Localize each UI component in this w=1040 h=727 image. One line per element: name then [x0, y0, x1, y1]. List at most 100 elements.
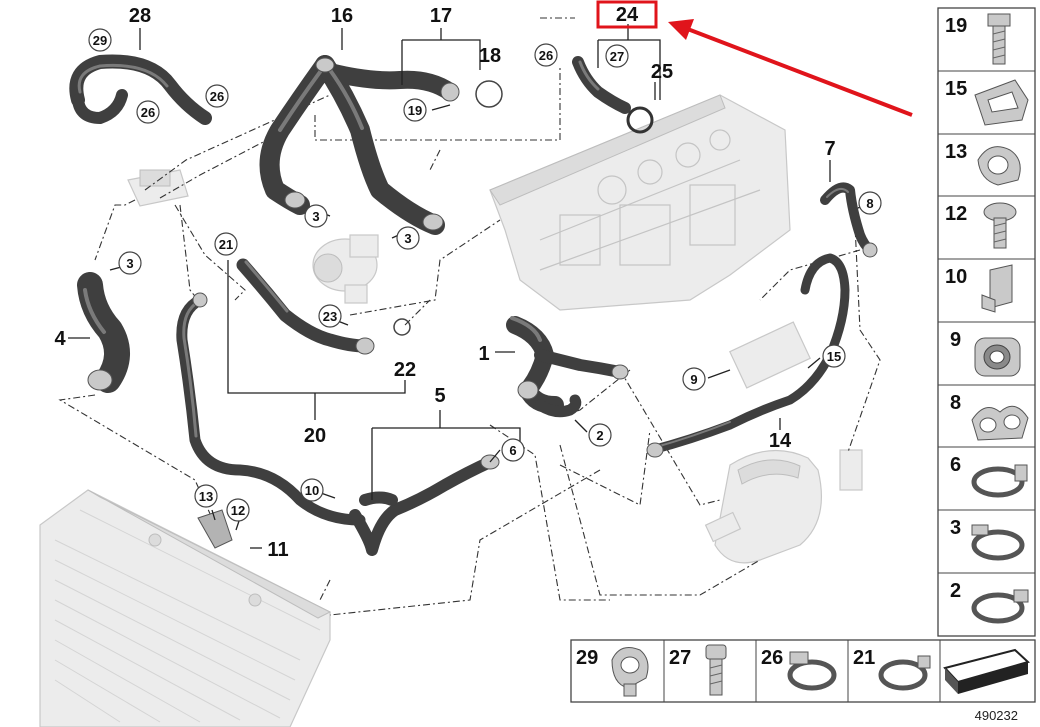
- legend-10: 10: [945, 266, 967, 288]
- callout-15: 15: [822, 344, 846, 368]
- hose-clamp-icon: [971, 464, 1028, 498]
- callout-20: 20: [304, 425, 326, 447]
- legend-29: 29: [576, 647, 598, 669]
- svg-text:3: 3: [312, 209, 319, 224]
- legend-side: 19 15 13 12 10 9 8 6 3 2: [937, 7, 1036, 637]
- callout-18: 18: [479, 45, 501, 67]
- callout-13: 13: [194, 484, 218, 508]
- callout-25: 25: [651, 61, 673, 83]
- svg-text:26: 26: [141, 105, 155, 120]
- page-arrow-icon[interactable]: [943, 648, 1030, 694]
- legend-2: 2: [950, 580, 961, 602]
- hose-20: [236, 258, 372, 353]
- svg-text:21: 21: [219, 237, 233, 252]
- svg-text:3: 3: [126, 256, 133, 271]
- legend-27: 27: [669, 647, 691, 669]
- svg-text:29: 29: [93, 33, 107, 48]
- hose-4: [77, 272, 130, 393]
- coupling-icon: [974, 337, 1021, 377]
- svg-text:3: 3: [404, 231, 411, 246]
- legend-15: 15: [945, 78, 967, 100]
- thermostat-housing: [127, 169, 189, 207]
- legend-3: 3: [950, 517, 961, 539]
- leader-lines: [58, 17, 881, 616]
- worm-clamp-icon: [787, 651, 837, 691]
- callout-21: 21: [214, 232, 238, 256]
- callout-27: 27: [605, 44, 629, 68]
- callout-28: 28: [129, 5, 151, 27]
- hose-7: [820, 182, 875, 255]
- hose-28: [69, 54, 212, 125]
- callout-11: 11: [267, 539, 288, 561]
- legend-9: 9: [950, 329, 961, 351]
- callout-16: 16: [331, 5, 353, 27]
- callout-4: 4: [54, 328, 66, 350]
- diagram-number: 490232: [975, 708, 1018, 723]
- svg-text:8: 8: [866, 196, 873, 211]
- wire-clamp-icon: [878, 655, 931, 691]
- callout-26-top: 26: [205, 84, 229, 108]
- highlight-box-24: 24: [596, 0, 658, 29]
- svg-text:2: 2: [596, 428, 603, 443]
- hose-24: [572, 56, 631, 114]
- svg-text:6: 6: [509, 443, 516, 458]
- callout-9: 9: [682, 367, 706, 391]
- hose-10: [176, 294, 366, 526]
- red-arrow: [668, 19, 913, 117]
- spring-clamp-icon: [971, 524, 1025, 561]
- callout-3-left: 3: [118, 251, 142, 275]
- callout-26-right: 26: [534, 43, 558, 67]
- callout-8: 8: [858, 191, 882, 215]
- allen-bolt-icon: [705, 644, 727, 696]
- radiator: [39, 489, 332, 727]
- callout-23: 23: [318, 304, 342, 328]
- fittings: [192, 57, 878, 549]
- double-clip-icon: [971, 405, 1029, 441]
- legend-13: 13: [945, 141, 967, 163]
- callout-24: 24: [616, 4, 639, 26]
- engine-block: [489, 94, 791, 311]
- clip-icon: [974, 79, 1029, 126]
- callout-17: 17: [430, 5, 452, 27]
- svg-text:23: 23: [323, 309, 337, 324]
- legend-19: 19: [945, 15, 967, 37]
- callout-14: 14: [769, 430, 792, 452]
- hose-1: [506, 316, 626, 414]
- legend-8: 8: [950, 392, 961, 414]
- number-labels: 28 16 17 18 25 7 4 1 22 5 20 14 11: [54, 5, 835, 561]
- svg-text:15: 15: [827, 349, 841, 364]
- legend-bottom: 29 27 26 21: [570, 639, 1036, 703]
- svg-text:10: 10: [305, 483, 319, 498]
- hose-2: [534, 394, 582, 418]
- callout-29: 29: [88, 28, 112, 52]
- circled-labels: 29 26 26 26 27 19 3 3 3 21 23 8 15 9 2 6…: [88, 28, 882, 522]
- callout-2: 2: [588, 423, 612, 447]
- screw-icon: [983, 202, 1017, 249]
- hose-clip-icon: [977, 146, 1021, 186]
- callout-26-left: 26: [136, 100, 160, 124]
- callout-3-pump: 3: [396, 226, 420, 250]
- bolt-icon: [987, 13, 1011, 65]
- callout-22: 22: [394, 359, 416, 381]
- callout-12: 12: [226, 498, 250, 522]
- bracket-lines: [68, 24, 869, 549]
- legend-6: 6: [950, 454, 961, 476]
- svg-text:9: 9: [690, 372, 697, 387]
- band-clamp-icon: [971, 589, 1029, 624]
- svg-text:12: 12: [231, 503, 245, 518]
- holder-clip-icon: [611, 647, 649, 697]
- callout-7: 7: [824, 138, 835, 160]
- svg-text:19: 19: [408, 103, 422, 118]
- legend-21: 21: [853, 647, 875, 669]
- legend-12: 12: [945, 203, 967, 225]
- callout-6: 6: [501, 438, 525, 462]
- callout-5: 5: [434, 385, 445, 407]
- hose-5: [349, 456, 496, 556]
- callout-1: 1: [478, 343, 489, 365]
- callout-3-top: 3: [304, 204, 328, 228]
- callout-10: 10: [300, 478, 324, 502]
- svg-text:26: 26: [539, 48, 553, 63]
- svg-text:13: 13: [199, 489, 213, 504]
- callout-19: 19: [403, 98, 427, 122]
